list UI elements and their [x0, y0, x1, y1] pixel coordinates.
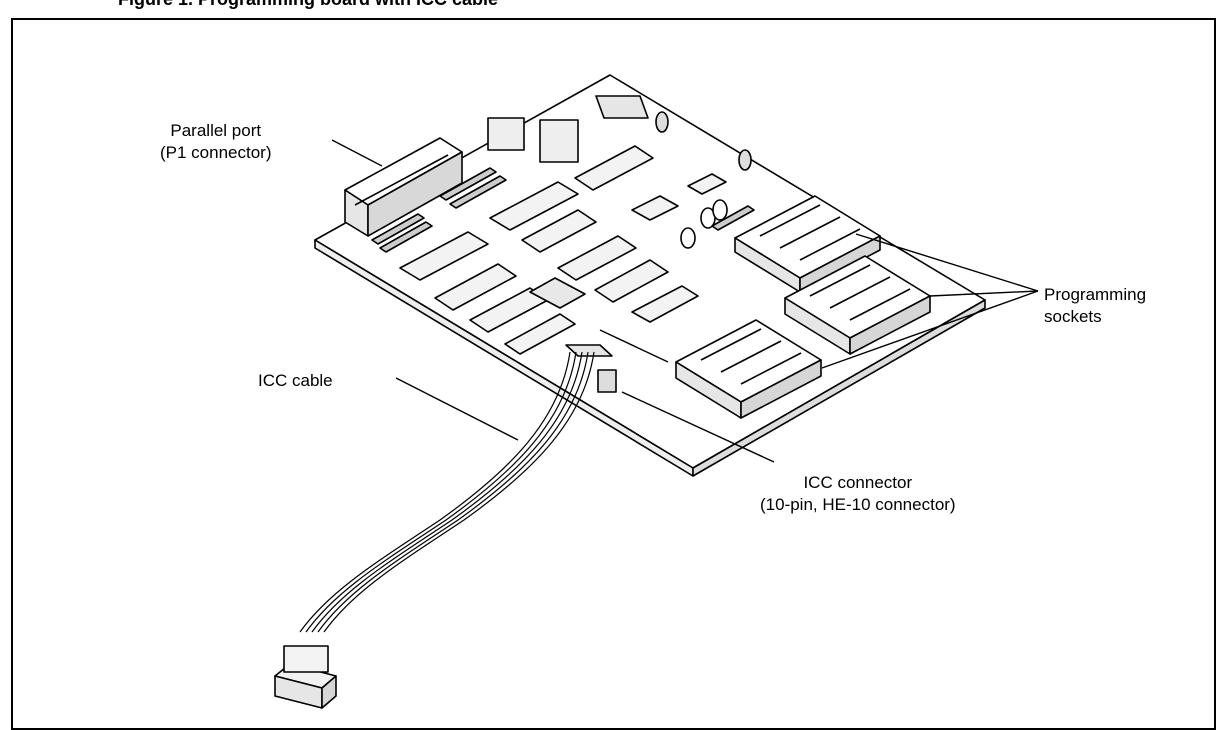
icc-cable-end-connector — [274, 645, 337, 709]
icc-board-connector — [565, 344, 617, 393]
label-icc-cable-line1: ICC cable — [258, 371, 333, 390]
header-strips — [371, 167, 755, 253]
label-icc-cable: ICC cable — [258, 370, 333, 392]
top-components — [487, 95, 752, 249]
label-parallel-port-line2: (P1 connector) — [160, 143, 272, 162]
label-parallel-port-line1: Parallel port — [170, 121, 262, 140]
leader-lines — [331, 139, 1039, 463]
label-programming-sockets-line1: Programming — [1044, 285, 1147, 304]
label-programming-sockets: Programming sockets — [1044, 284, 1172, 328]
label-icc-connector-line2: (10-pin, HE-10 connector) — [760, 495, 956, 514]
label-programming-sockets-line2: sockets — [1044, 307, 1102, 326]
label-parallel-port: Parallel port (P1 connector) — [160, 120, 272, 164]
icc-ribbon-cable — [299, 351, 595, 633]
label-icc-connector: ICC connector (10-pin, HE-10 connector) — [760, 472, 956, 516]
figure-caption: Figure 1. Programming board with ICC cab… — [118, 0, 498, 10]
programming-sockets — [675, 195, 931, 419]
ic-chips — [399, 145, 727, 355]
label-icc-connector-line1: ICC connector — [803, 473, 913, 492]
